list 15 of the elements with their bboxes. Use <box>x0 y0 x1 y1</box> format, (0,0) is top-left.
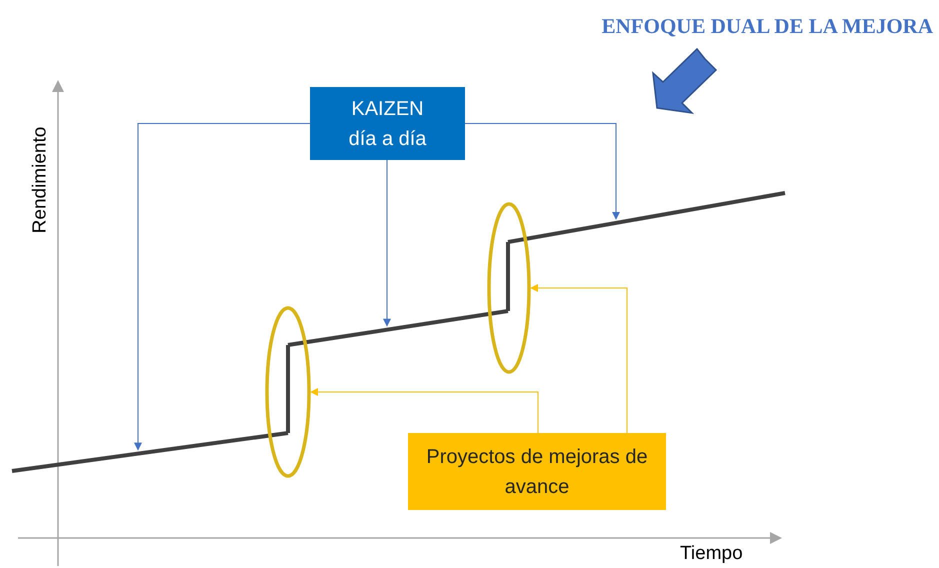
trend-line-segment <box>288 309 508 347</box>
leader-arrow <box>310 388 538 434</box>
leader-arrow <box>134 123 310 451</box>
leader-arrow <box>383 160 391 327</box>
trend-line-segment <box>12 431 288 473</box>
axis-label: Rendimiento <box>28 126 51 234</box>
leader-arrow <box>464 123 620 220</box>
title: ENFOQUE DUAL DE LA MEJORA <box>602 14 933 39</box>
highlight-ellipse <box>487 202 531 374</box>
process-box: Proyectos de mejoras de avance <box>408 433 666 510</box>
process-box: KAIZEN día a día <box>310 87 465 160</box>
leader-arrow <box>530 284 628 434</box>
highlight-ellipse <box>265 306 311 478</box>
axis-label: Tiempo <box>680 543 743 565</box>
trend-line-segment <box>508 191 786 244</box>
